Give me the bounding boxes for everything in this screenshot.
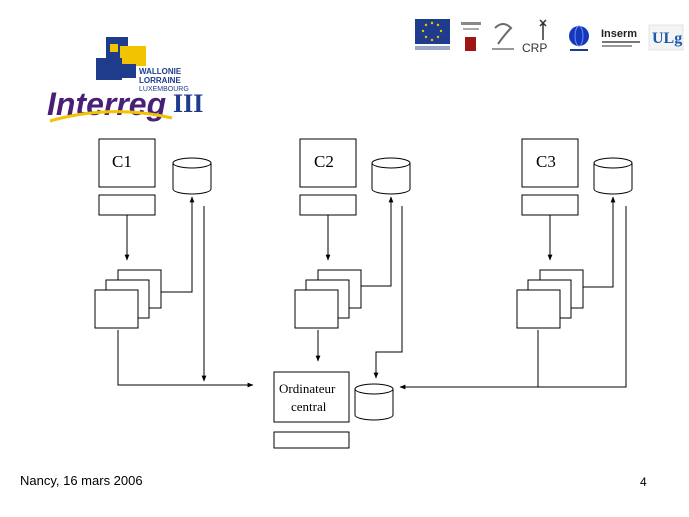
architecture-diagram: C1 C2 bbox=[94, 138, 633, 449]
crp-logo-text: CRP bbox=[522, 41, 547, 55]
cancer-league-logo-icon bbox=[492, 23, 514, 50]
client-c1-monitor bbox=[98, 138, 156, 188]
client-c2-monitor bbox=[299, 138, 357, 188]
client-c1: C1 bbox=[94, 138, 212, 329]
central-computer-monitor bbox=[273, 371, 350, 423]
globe-logo-icon bbox=[569, 25, 589, 51]
central-computer-label-line2: central bbox=[291, 399, 327, 414]
central-computer-label-line1: Ordinateur bbox=[279, 381, 336, 396]
logo-lorraine: LORRAINE bbox=[139, 76, 181, 85]
arrow-c3-to-central bbox=[399, 206, 627, 390]
central-computer-keyboard bbox=[273, 431, 350, 449]
arrow-c1-documents-to-db bbox=[161, 196, 195, 293]
central-computer: Ordinateur central bbox=[273, 371, 394, 449]
client-c1-documents-icon bbox=[94, 269, 162, 329]
inserm-logo: Inserm bbox=[601, 28, 640, 47]
client-c1-label: C1 bbox=[112, 152, 132, 171]
ulg-logo: ULg bbox=[648, 24, 684, 51]
logo-swoosh-icon bbox=[49, 110, 173, 123]
logo-numeral: III bbox=[173, 89, 203, 118]
client-c3-monitor bbox=[521, 138, 579, 188]
client-c3-label: C3 bbox=[536, 152, 556, 171]
client-c1-keyboard bbox=[98, 194, 156, 216]
crp-logo-icon: CRP bbox=[522, 19, 547, 55]
ulg-logo-text: ULg bbox=[652, 30, 682, 47]
client-c3-database-icon bbox=[593, 157, 633, 195]
connectors bbox=[117, 196, 627, 390]
client-c2: C2 bbox=[294, 138, 411, 329]
client-c2-documents-icon bbox=[294, 269, 362, 329]
client-c3: C3 bbox=[516, 138, 633, 329]
footer-page-number: 4 bbox=[640, 475, 647, 489]
footer-location-date: Nancy, 16 mars 2006 bbox=[20, 473, 143, 488]
client-c2-database-icon bbox=[371, 157, 411, 195]
central-database-icon bbox=[354, 383, 394, 421]
inserm-logo-text: Inserm bbox=[601, 28, 637, 40]
client-c1-database-icon bbox=[172, 157, 212, 195]
client-c2-keyboard bbox=[299, 194, 357, 216]
department-logo-icon bbox=[461, 22, 481, 51]
arrow-c1-documents-to-central bbox=[117, 330, 254, 388]
client-c2-label: C2 bbox=[314, 152, 334, 171]
client-c3-documents-icon bbox=[516, 269, 584, 329]
arrow-c2-documents-to-db bbox=[361, 196, 394, 287]
arrow-c3-documents-to-db bbox=[583, 196, 616, 288]
logo-wallonie: WALLONIE bbox=[139, 67, 182, 76]
arrow-c2-db-to-central bbox=[373, 206, 403, 379]
eu-flag-icon bbox=[415, 19, 450, 50]
client-c3-keyboard bbox=[521, 194, 579, 216]
partner-logos: CRP Inserm ULg bbox=[415, 19, 684, 55]
interreg-logo: WALLONIE LORRAINE LUXEMBOURG Interreg II… bbox=[47, 37, 203, 123]
logo-luxembourg: LUXEMBOURG bbox=[139, 86, 189, 93]
logo-emblem-icon bbox=[96, 37, 146, 80]
